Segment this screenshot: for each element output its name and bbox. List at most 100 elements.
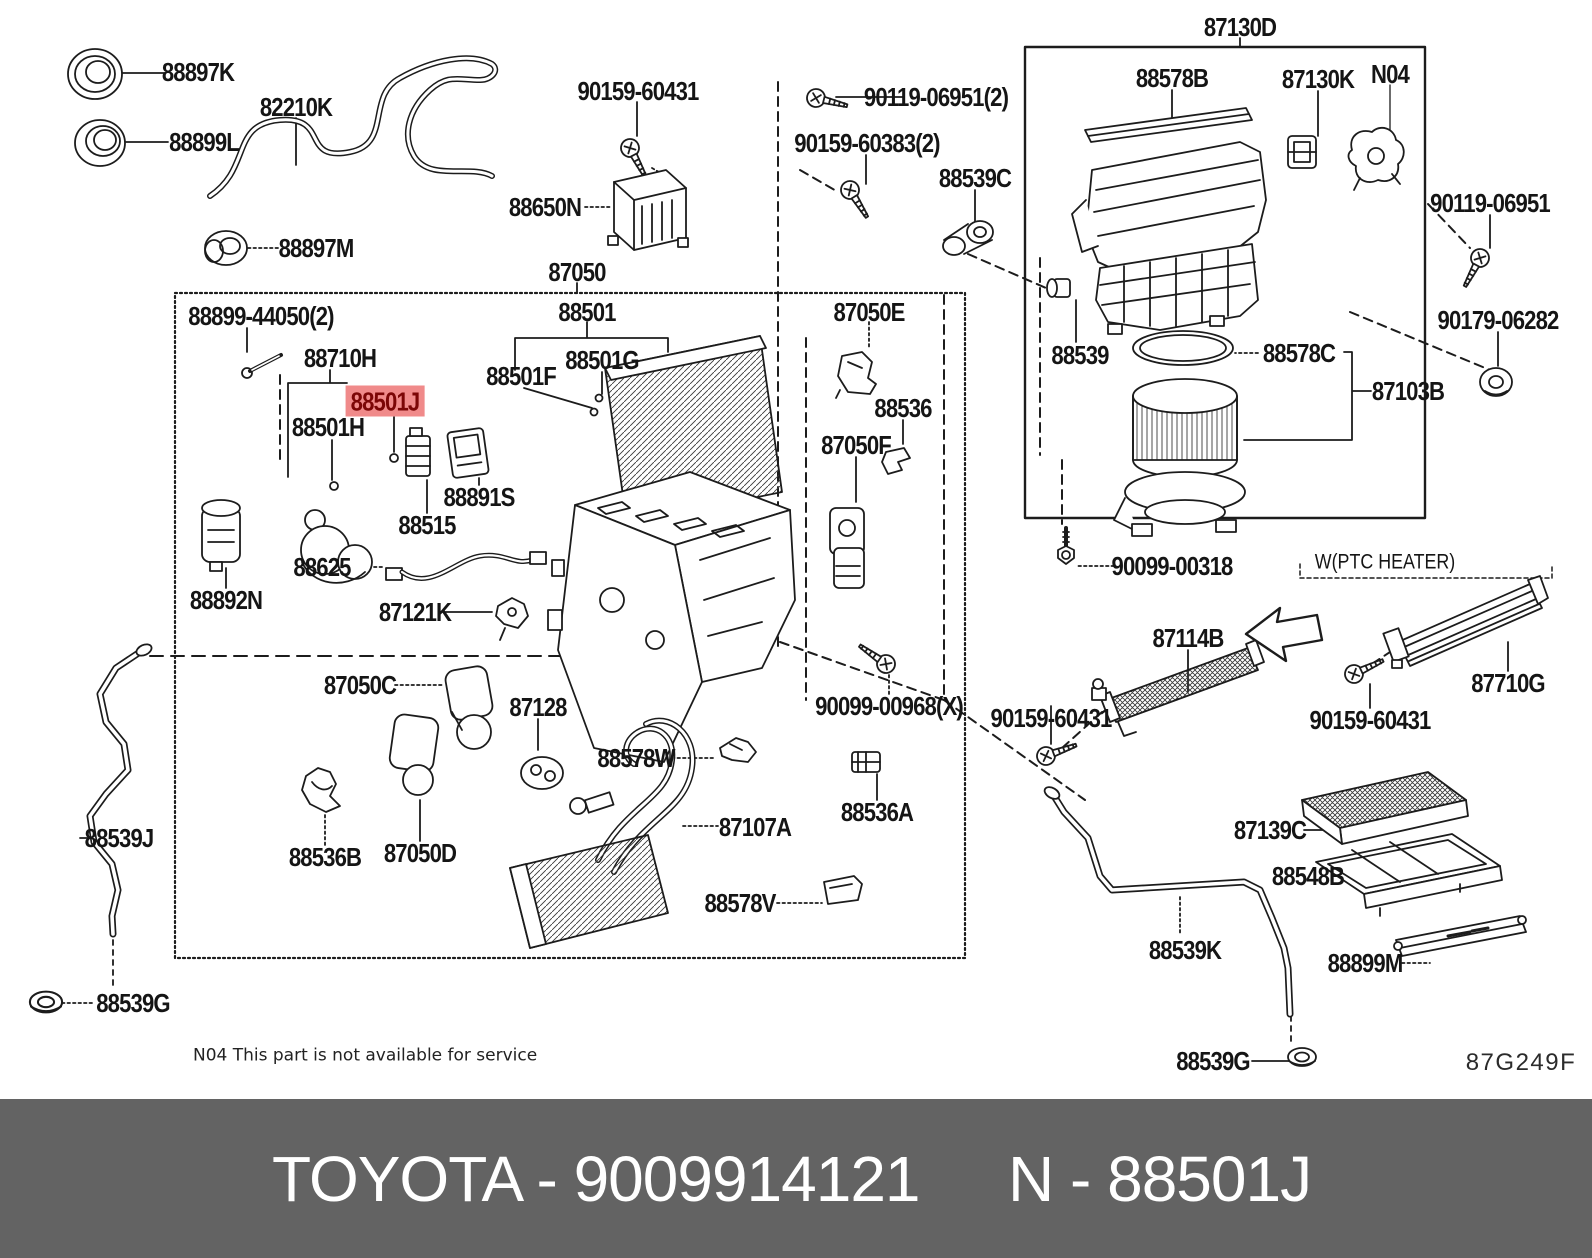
- bushing-88539-sketch: [1046, 278, 1071, 298]
- blower-group-box: [1023, 45, 1427, 520]
- evaporator-88501-sketch: [604, 335, 783, 525]
- callout-w-ptc-heater: W(PTC HEATER): [1314, 550, 1456, 574]
- part-label-90099-00968x: 90099-00968(X): [815, 691, 964, 721]
- ptc-heater-bracket: [1299, 563, 1553, 579]
- part-label-88501F: 88501F: [486, 361, 557, 391]
- screw-90099-00968: [853, 637, 900, 678]
- part-label-88536: 88536: [874, 393, 932, 423]
- banner-brand-part-number: TOYOTA - 9009914121: [272, 1142, 920, 1215]
- part-label-88650N: 88650N: [508, 192, 582, 222]
- part-label-88539J: 88539J: [84, 823, 154, 853]
- ptc-heater-87114B-sketch: [1091, 639, 1265, 737]
- part-label-87139C: 87139C: [1233, 815, 1307, 845]
- screw-90159-60431-mid: [1033, 735, 1081, 769]
- hvac-unit-sketch: [547, 471, 796, 763]
- servo-87050F-sketch: [829, 507, 865, 589]
- main-unit-group-box: [173, 291, 967, 960]
- wire-harness-82210K-sketch: [207, 55, 499, 199]
- part-label-87130D: 87130D: [1203, 12, 1277, 42]
- part-label-88548B: 88548B: [1271, 861, 1345, 891]
- bracket-87121K-sketch: [495, 597, 529, 641]
- part-label-87050C: 87050C: [323, 670, 397, 700]
- grommet-88899L-sketch: [74, 119, 126, 167]
- part-label-88536A: 88536A: [840, 797, 914, 827]
- blower-motor-87103B-sketch: [1113, 378, 1246, 537]
- clamp-88536A-sketch: [851, 751, 881, 773]
- leader-lines: [79, 37, 1509, 1062]
- part-label-82210K: 82210K: [259, 92, 333, 122]
- part-label-88578V: 88578V: [704, 888, 776, 918]
- clamp-88536B-sketch: [301, 767, 341, 813]
- ring-88578C-sketch: [1132, 330, 1234, 366]
- grommet-88897K-sketch: [67, 48, 123, 100]
- part-label-90159-60383x2: 90159-60383(2): [794, 128, 940, 158]
- part-label-90119-06951: 90119-06951: [1430, 188, 1551, 218]
- part-label-90099-00318: 90099-00318: [1111, 551, 1234, 581]
- part-88891S-sketch: [446, 427, 490, 479]
- part-label-87050E: 87050E: [833, 297, 905, 327]
- part-label-N04: N04: [1371, 59, 1410, 89]
- servo-87050D-sketch: [388, 713, 440, 796]
- cover-strip-88899M-sketch: [1393, 915, 1527, 957]
- part-label-88710H: 88710H: [303, 343, 377, 373]
- part-label-90179-06282: 90179-06282: [1437, 305, 1560, 335]
- part-label-88501J-highlighted: 88501J: [345, 385, 425, 417]
- part-label-90119-06951x2: 90119-06951(2): [863, 82, 1009, 112]
- nozzle-88539C-sketch: [942, 220, 994, 256]
- part-label-88539C: 88539C: [938, 163, 1012, 193]
- screw-90159-60431-right: [1341, 651, 1388, 687]
- screw-88899-44050-sketch: [241, 353, 283, 379]
- part-label-87103B: 87103B: [1371, 376, 1445, 406]
- drain-hose-88539K-sketch: [1043, 786, 1294, 1018]
- bracket-87050E-sketch: [835, 351, 877, 399]
- part-label-88539G-right: 88539G: [1176, 1046, 1250, 1076]
- part-label-88578W: 88578W: [597, 743, 675, 773]
- servo-88710H-sketch: [300, 509, 373, 584]
- part-label-87121K: 87121K: [378, 597, 452, 627]
- grommet-90179-06282-sketch: [1479, 367, 1513, 397]
- part-label-87050D: 87050D: [383, 838, 457, 868]
- cabin-filter-87139C-sketch: [1301, 771, 1469, 845]
- part-label-88536B: 88536B: [288, 842, 362, 872]
- bolt-90099-00318-sketch: [1057, 526, 1075, 565]
- grommet-88539G-right-sketch: [1287, 1047, 1317, 1067]
- direction-arrow-icon: [1244, 606, 1324, 663]
- heater-core-87107A-sketch: [509, 717, 696, 949]
- part-label-87114B: 87114B: [1152, 623, 1224, 653]
- screw-90119-06951x2: [804, 86, 851, 116]
- part-label-88899L: 88899L: [169, 127, 240, 157]
- resistor-88515-sketch: [405, 427, 431, 477]
- service-footnote: N04 This part is not available for servi…: [193, 1045, 538, 1066]
- part-label-87050: 87050: [548, 257, 606, 287]
- part-label-87107A: 87107A: [718, 812, 792, 842]
- part-label-90159-60431-top: 90159-60431: [577, 76, 700, 106]
- part-label-88515: 88515: [398, 510, 456, 540]
- part-label-90159-60431-mid: 90159-60431: [990, 703, 1113, 733]
- part-label-88501H: 88501H: [291, 412, 365, 442]
- part-label-88539: 88539: [1051, 340, 1109, 370]
- screw-90119-06951: [1456, 244, 1494, 292]
- clamp-88536-sketch: [881, 447, 911, 475]
- part-label-88897M: 88897M: [278, 233, 355, 263]
- part-label-88539K: 88539K: [1148, 935, 1222, 965]
- part-label-88501G: 88501G: [565, 345, 639, 375]
- filter-case-88548B-sketch: [1315, 833, 1503, 917]
- part-label-88625: 88625: [293, 552, 351, 582]
- part-number-banner: TOYOTA - 9009914121 N - 88501J: [0, 1099, 1592, 1258]
- servo-88892N-sketch: [201, 499, 241, 572]
- grommet-88539G-left-sketch: [28, 990, 64, 1014]
- grommet-87128-sketch: [520, 756, 564, 790]
- ptc-heater-87710G-sketch: [1382, 575, 1549, 669]
- cowl-seal-88578B-sketch: [1084, 107, 1253, 143]
- part-label-88899M: 88899M: [1327, 948, 1404, 978]
- part-label-88892N: 88892N: [189, 585, 263, 615]
- harness-88625-sketch: [385, 551, 547, 581]
- screw-90159-60383x2: [836, 176, 876, 223]
- part-label-87130K: 87130K: [1281, 64, 1355, 94]
- part-88578V-sketch: [823, 875, 863, 905]
- part-label-88539G-left: 88539G: [96, 988, 170, 1018]
- part-label-90159-60431-right: 90159-60431: [1309, 705, 1432, 735]
- part-label-88578C: 88578C: [1262, 338, 1336, 368]
